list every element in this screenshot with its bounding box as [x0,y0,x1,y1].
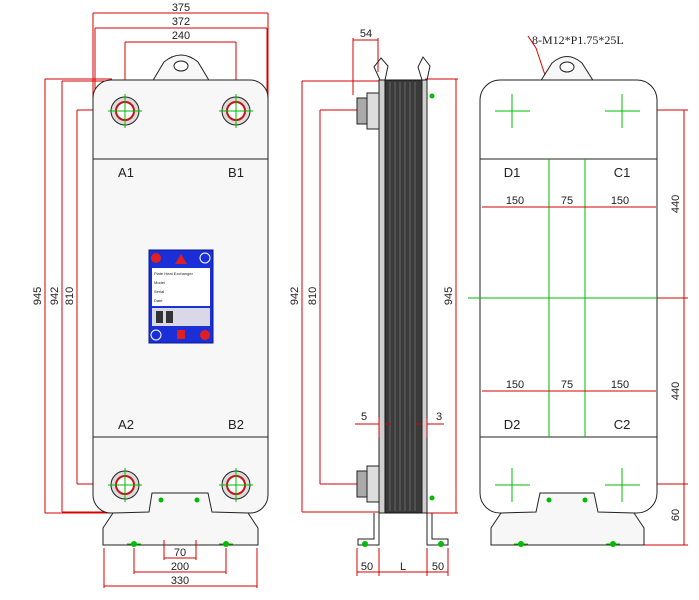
rear-lower-dimensions: 150 75 150 [482,379,656,392]
dim-side-810: 810 [307,287,319,305]
rear-label-d2: D2 [504,417,521,432]
side-foot-left [357,513,380,546]
side-top-dimension: 54 [352,28,379,95]
dim-side-942: 942 [289,287,301,305]
rear-base-foot [490,492,645,546]
front-label-b2: B2 [228,417,244,432]
front-base-foot [102,492,259,546]
side-left-dimensions: 942 810 [289,80,385,513]
side-nozzle-top [356,92,380,130]
dim-side-bottom-50-right: 50 [432,561,444,573]
dim-front-bottom-200: 200 [171,561,189,573]
dim-rear-upper-150-left: 150 [506,195,524,207]
side-right-dimension: 945 [425,78,458,514]
bolt-specification-note: 8-M12*P1.75*25L [532,33,624,47]
side-nozzle-bottom [356,465,380,503]
dim-front-port-240: 240 [172,30,190,42]
dim-front-width-372: 372 [172,16,190,28]
side-lug-left [373,57,389,81]
side-lug-right [417,56,431,81]
dim-front-port-810: 810 [64,287,76,305]
dim-side-bottom-50-left: 50 [361,561,373,573]
dim-side-gap-5: 5 [361,411,367,423]
nameplate-line-1: Plate Heat Exchanger [154,271,194,276]
dim-front-width-375: 375 [172,2,190,14]
dim-rear-lower-150-right: 150 [611,379,629,391]
rear-upper-dimensions: 150 75 150 [482,195,656,208]
dim-front-bottom-70: 70 [174,547,186,559]
nameplate: Plate Heat Exchanger Model Serial Date [148,249,214,344]
front-port-a2 [108,468,142,502]
front-port-b2 [219,468,253,502]
dim-rear-upper-75: 75 [561,195,573,207]
nameplate-line-3: Serial [154,289,164,294]
nameplate-line-2: Model [154,280,165,285]
side-plate-ridges [389,82,416,511]
side-foot-right [426,513,449,546]
front-label-b1: B1 [228,165,244,180]
rear-port-d2 [495,468,530,502]
rear-label-c1: C1 [614,165,631,180]
front-label-a2: A2 [118,417,134,432]
dim-side-54: 54 [360,28,372,40]
dim-front-bottom-330: 330 [171,575,189,587]
front-port-b1 [219,94,253,128]
rear-port-c2 [605,468,640,502]
side-frame-plate-right [421,79,428,514]
dim-front-height-945: 945 [32,287,44,305]
rear-port-c1 [605,94,640,128]
front-label-a1: A1 [118,165,134,180]
dim-rear-right-60: 60 [670,509,682,521]
side-view: 54 942 810 945 [289,28,458,576]
dim-rear-right-440-upper: 440 [670,195,682,213]
side-frame-plate-left [378,79,386,514]
dim-side-gap-3: 3 [436,411,442,423]
front-port-a1 [108,94,142,128]
dim-side-945: 945 [443,287,455,305]
side-gap-dimensions: 5 3 [355,411,444,437]
rear-label-d1: D1 [504,165,521,180]
dim-front-height-942: 942 [49,287,61,305]
rear-view: 8-M12*P1.75*25L D1 C1 D2 C2 [468,33,688,547]
rear-port-d1 [495,94,530,128]
front-top-dimensions: 375 372 240 [92,2,269,108]
side-plate-pack [384,79,423,514]
rear-label-c2: C2 [614,417,631,432]
dim-rear-lower-75: 75 [561,379,573,391]
nameplate-line-4: Date [154,298,163,303]
dim-side-bottom-l: L [400,561,406,573]
side-bottom-dimensions: 50 L 50 [356,548,449,576]
dim-rear-lower-150-left: 150 [506,379,524,391]
dim-rear-right-440-lower: 440 [670,382,682,400]
front-bottom-dimensions: 70 200 330 [103,540,258,588]
rear-plate [479,79,658,514]
front-view: 375 372 240 945 942 810 [32,2,269,588]
dim-rear-upper-150-right: 150 [611,195,629,207]
